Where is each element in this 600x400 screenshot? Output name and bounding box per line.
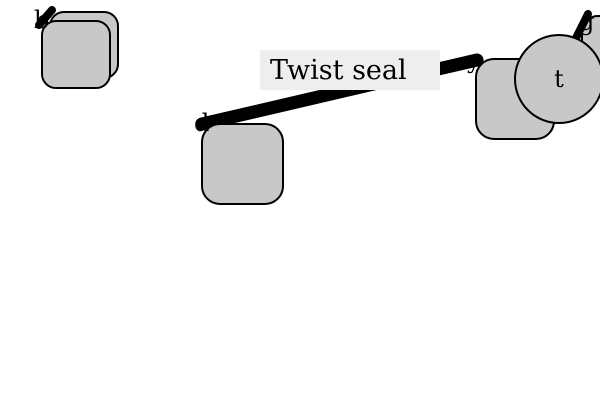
node-t[interactable] [514,34,600,124]
node-group-d[interactable]: d [194,109,284,205]
connector-b [35,6,56,29]
node-d[interactable] [201,123,284,205]
node-label-b: b [34,6,49,34]
node-label-t: t [554,65,564,93]
edge-label-background [260,50,440,90]
node-b-front[interactable] [41,20,111,89]
node-group-t[interactable]: t [514,34,600,124]
node-label-y: y [466,46,481,74]
edge-label-group: Twist seal [260,50,440,90]
connector-g [570,10,592,46]
node-label-g: g [579,8,594,36]
node-group-b[interactable]: b [34,6,119,89]
edge-label-text: Twist seal [270,55,407,86]
node-label-d: d [194,109,209,137]
